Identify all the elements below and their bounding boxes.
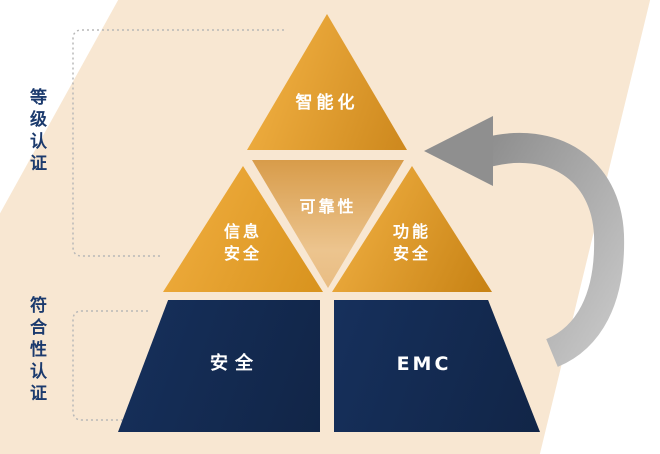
bottom-left-trapezoid-label: 安全 [210,353,260,374]
bottom-right-trapezoid-label: EMC [396,353,452,375]
dotted-bracket-bottom [72,310,148,421]
center-triangle-label: 可靠性 [299,197,357,216]
dotted-bracket-top [72,29,284,257]
curved-arrow-shaft [484,133,625,367]
left-triangle-label-line1: 信息 [223,222,262,241]
top-triangle-label: 智能化 [295,93,359,113]
right-triangle-label: 功能 安全 [352,221,472,264]
conformity-certification-label: 符合性认证 [26,296,46,406]
level-certification-label: 等级认证 [26,88,46,176]
right-triangle-label-line2: 安全 [392,243,431,263]
left-triangle-label: 信息 安全 [183,221,303,264]
curved-arrow-icon [424,116,493,186]
right-triangle-label-line1: 功能 [392,222,431,241]
left-triangle-label-line2: 安全 [223,243,262,263]
